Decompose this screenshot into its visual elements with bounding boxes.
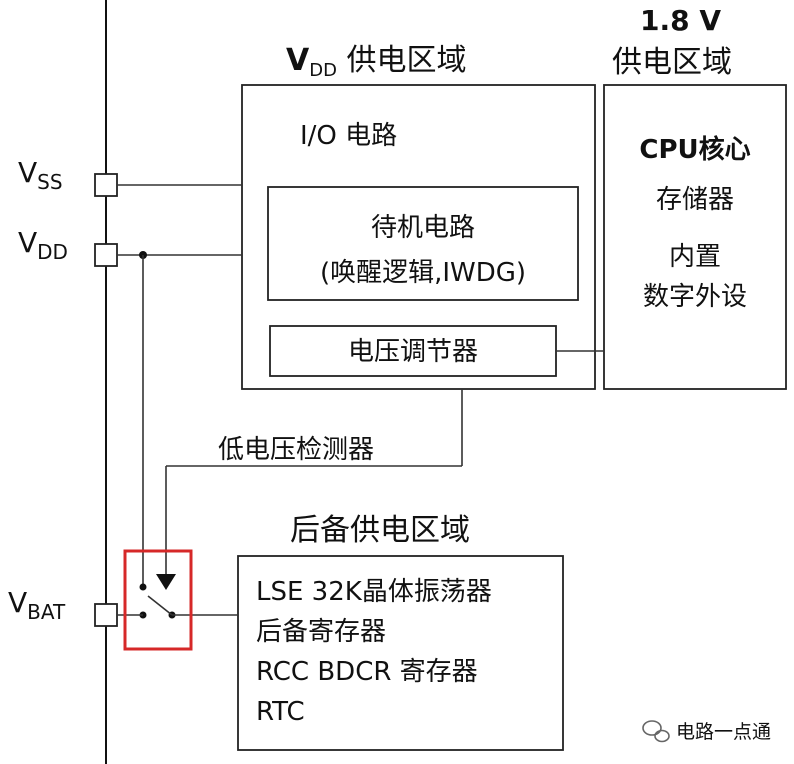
vbat-pin-label: VBAT (8, 586, 66, 624)
backup-item-lse: LSE 32K晶体振荡器 (256, 577, 492, 607)
voltage-regulator-label: 电压调节器 (348, 337, 478, 367)
watermark-text: 电路一点通 (676, 721, 771, 743)
switch-highlight-box (123, 549, 193, 651)
core-line-memory: 存储器 (656, 185, 734, 215)
backup-item-rtc: RTC (256, 697, 305, 727)
core-line-cpu: CPU核心 (639, 134, 750, 165)
wechat-icon (642, 720, 670, 743)
v18-domain-title-line2: 供电区域 (612, 45, 732, 80)
switch-contact-vdd (139, 583, 147, 591)
switch-control-arrow (156, 574, 176, 590)
low-voltage-detector-label: 低电压检测器 (218, 435, 374, 465)
vdd-domain-title: VDD 供电区域 (286, 43, 467, 81)
vdd-pin (94, 243, 118, 267)
standby-circuit-label: 待机电路 (371, 213, 475, 243)
switch-blade (147, 595, 173, 616)
vss-pin-label: VSS (18, 156, 63, 194)
standby-circuit-detail: (唤醒逻辑,IWDG) (320, 258, 526, 288)
voltage-regulator-box (269, 325, 557, 377)
standby-circuit-box (267, 186, 579, 301)
core-domain-box (603, 84, 787, 390)
watermark: 电路一点通 (642, 720, 771, 743)
backup-item-rcc-bdcr: RCC BDCR 寄存器 (256, 657, 478, 687)
vbat-pin (94, 603, 118, 627)
backup-domain-title: 后备供电区域 (290, 513, 470, 548)
backup-item-backup-registers: 后备寄存器 (256, 617, 386, 647)
v18-domain-title-line1: 1.8 V (640, 4, 721, 37)
backup-domain-box (237, 555, 564, 751)
vdd-pin-label: VDD (18, 226, 68, 264)
vss-pin (94, 173, 118, 197)
io-circuit-label: I/O 电路 (300, 121, 397, 151)
core-line-builtin: 内置 (669, 242, 721, 272)
core-line-peripherals: 数字外设 (643, 282, 747, 312)
